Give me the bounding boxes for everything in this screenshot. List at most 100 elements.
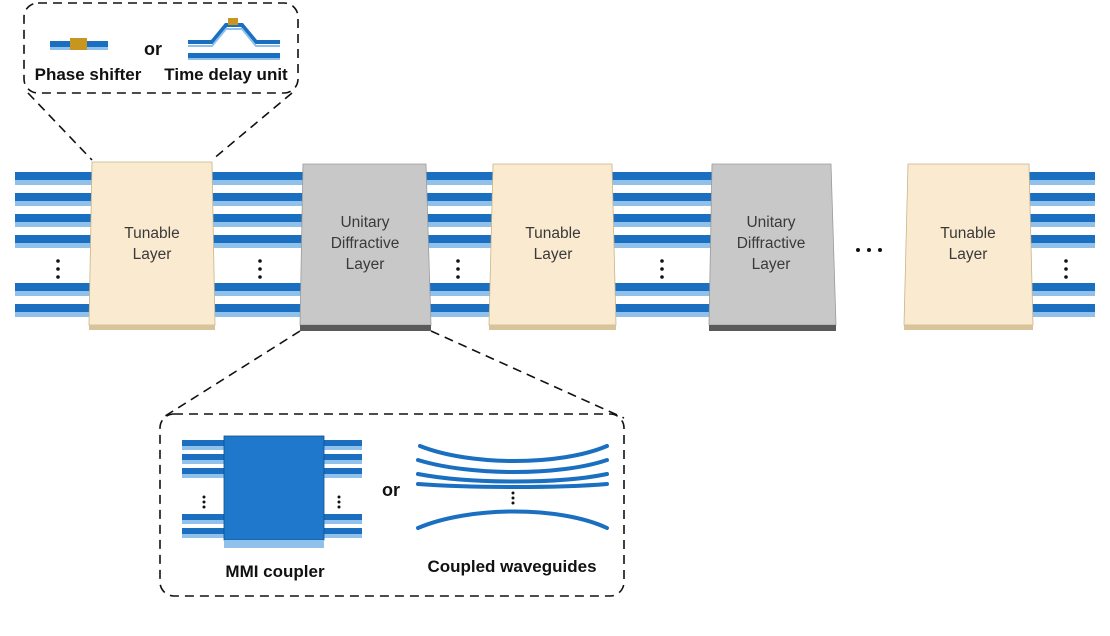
- phase-shifter-icon: [50, 38, 108, 50]
- ellipsis-dot: [56, 275, 60, 279]
- waveguide-cladding: [1029, 222, 1095, 227]
- waveguide-core: [1029, 235, 1095, 243]
- ellipsis-dot: [1064, 275, 1068, 279]
- layer-base: [300, 325, 431, 331]
- zoom-line-left: [161, 330, 301, 419]
- waveguide-cladding: [426, 312, 493, 317]
- ellipsis-dot: [1064, 267, 1068, 271]
- waveguide-core: [15, 193, 92, 201]
- waveguide-cladding: [1029, 180, 1095, 185]
- waveguide-bus: [15, 172, 1095, 317]
- ellipsis-dot: [456, 259, 460, 263]
- waveguide-core: [426, 214, 493, 222]
- ellipsis-dot: [258, 275, 262, 279]
- waveguide-cladding: [426, 180, 493, 185]
- layer-block: [903, 163, 1034, 326]
- layer-label-line1: Tunable: [525, 225, 580, 242]
- layer-label-line2: Layer: [534, 246, 573, 263]
- waveguide-cladding: [15, 201, 92, 206]
- ellipsis-dot: [660, 275, 664, 279]
- mmi-port: [324, 528, 362, 534]
- inset-border: [159, 413, 625, 597]
- waveguide-cladding: [612, 291, 712, 296]
- mmi-coupler-icon: [182, 435, 362, 548]
- waveguide-cladding: [612, 243, 712, 248]
- mmi-port: [182, 528, 224, 534]
- mmi-port: [182, 468, 224, 474]
- horizontal-ellipsis: [856, 248, 882, 252]
- layer-label-line2: Layer: [133, 246, 172, 263]
- mmi-port-cladding: [182, 520, 224, 524]
- waveguide-core: [612, 193, 712, 201]
- waveguide-core: [212, 283, 303, 291]
- waveguide-cladding: [426, 243, 493, 248]
- waveguide-core: [15, 214, 92, 222]
- layer-base: [709, 325, 836, 331]
- layer-base: [89, 325, 215, 330]
- waveguide-cladding: [612, 312, 712, 317]
- waveguide-cladding: [1029, 312, 1095, 317]
- waveguide-cladding: [212, 243, 303, 248]
- mmi-port-cladding: [324, 446, 362, 450]
- waveguide-cladding: [15, 243, 92, 248]
- mmi-port-cladding: [324, 520, 362, 524]
- mmi-port: [324, 440, 362, 446]
- tunable-layer-2: Tunable Layer: [488, 163, 617, 330]
- ellipsis-dot: [56, 267, 60, 271]
- zoom-line-left: [27, 92, 93, 161]
- zoom-line-right: [211, 92, 293, 161]
- ellipsis-dot: [258, 267, 262, 271]
- tunable-layer-3: Tunable Layer: [903, 163, 1034, 330]
- mmi-port-cladding: [324, 474, 362, 478]
- waveguide-core: [426, 172, 493, 180]
- detail-or: or: [382, 480, 400, 500]
- waveguide-core: [212, 304, 303, 312]
- mmi-port-cladding: [182, 460, 224, 464]
- coupled-waveguides-icon: [416, 444, 609, 530]
- waveguide-cladding: [612, 201, 712, 206]
- ellipsis-dot: [660, 259, 664, 263]
- ellipsis-dot: [660, 267, 664, 271]
- waveguide-core: [212, 214, 303, 222]
- zoom-line-right: [430, 330, 625, 419]
- mmi-body: [223, 435, 325, 541]
- waveguide-core: [1029, 193, 1095, 201]
- waveguide-cladding: [15, 180, 92, 185]
- phase-shifter-caption: Phase shifter: [35, 65, 142, 84]
- mmi-port: [324, 514, 362, 520]
- unitary-diffractive-layer-1: Unitary Diffractive Layer: [299, 163, 432, 331]
- waveguide-core: [426, 304, 493, 312]
- waveguide-core: [212, 172, 303, 180]
- waveguide-core: [612, 235, 712, 243]
- time-delay-unit-caption: Time delay unit: [164, 65, 288, 84]
- unitary-layer-detail-inset: or MMI coupler Coupled waveguides: [159, 330, 625, 597]
- ellipsis-dot: [456, 267, 460, 271]
- ellipsis-dot: [456, 275, 460, 279]
- waveguide-cladding: [15, 222, 92, 227]
- waveguide-core: [1029, 283, 1095, 291]
- waveguide-cladding: [1029, 243, 1095, 248]
- mmi-port-cladding: [182, 534, 224, 538]
- layer-base: [904, 325, 1033, 330]
- mmi-port: [182, 440, 224, 446]
- unitary-diffractive-layer-2: Unitary Diffractive Layer: [708, 163, 837, 331]
- mmi-port-cladding: [182, 446, 224, 450]
- waveguide-cladding: [212, 180, 303, 185]
- waveguide-core: [426, 283, 493, 291]
- layer-label-line3: Layer: [752, 256, 791, 273]
- waveguide-core: [612, 304, 712, 312]
- mmi-ellipsis-left: [202, 495, 206, 509]
- waveguide-core: [426, 235, 493, 243]
- waveguide-core: [15, 172, 92, 180]
- waveguide-cladding: [212, 222, 303, 227]
- mmi-port: [182, 514, 224, 520]
- layer-label-line1: Tunable: [124, 225, 179, 242]
- layer-label-line1: Unitary: [340, 214, 389, 231]
- waveguide-core: [15, 283, 92, 291]
- waveguide-cladding: [426, 291, 493, 296]
- waveguide-cladding: [612, 180, 712, 185]
- waveguide-core: [212, 235, 303, 243]
- waveguide-core: [426, 193, 493, 201]
- waveguide-core: [212, 193, 303, 201]
- mmi-port: [324, 468, 362, 474]
